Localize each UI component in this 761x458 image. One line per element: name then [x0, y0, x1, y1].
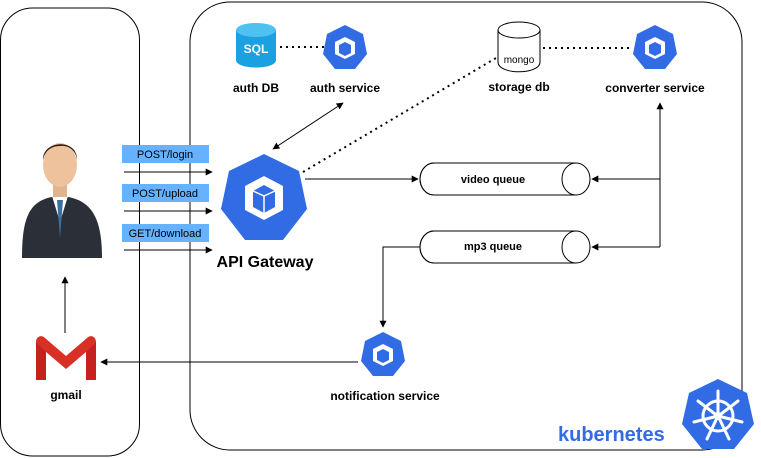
gmail-label: gmail	[50, 388, 81, 402]
sql-badge-text: SQL	[244, 42, 269, 56]
converter-service-pod-icon	[633, 25, 677, 69]
notification-service-pod-icon	[361, 332, 405, 376]
gmail-icon	[34, 336, 97, 381]
request-upload-tag	[122, 184, 209, 202]
kubernetes-wordmark: kubernetes	[558, 424, 665, 446]
mp3-queue-label: mp3 queue	[464, 241, 522, 253]
edge-gateway-storagedb	[302, 57, 497, 173]
auth-service-pod-icon	[323, 25, 367, 69]
auth-db-label: auth DB	[233, 81, 279, 95]
sql-database-icon: SQL	[236, 23, 276, 68]
user-avatar	[22, 143, 102, 258]
mongo-badge-text: mongo	[504, 55, 535, 66]
storage-db-label: storage db	[488, 80, 549, 94]
edge-mp3queue-notification	[379, 246, 420, 328]
auth-service-label: auth service	[310, 81, 380, 95]
request-download-tag	[122, 224, 209, 242]
converter-service-label: converter service	[605, 81, 705, 95]
request-login-label: POST/login	[137, 149, 193, 161]
kubernetes-logo-icon	[682, 379, 754, 449]
video-queue-cylinder	[419, 162, 591, 196]
mongo-database-icon: mongo	[497, 21, 541, 73]
notification-service-label: notification service	[330, 389, 440, 403]
api-gateway-pod-icon	[221, 154, 307, 240]
mp3-queue-cylinder	[419, 230, 591, 264]
request-login-tag	[122, 145, 209, 163]
edge-gateway-authservice	[272, 102, 344, 150]
request-download-label: GET/download	[129, 228, 202, 240]
api-gateway-label: API Gateway	[217, 254, 314, 271]
video-queue-label: video queue	[461, 174, 525, 186]
request-upload-label: POST/upload	[132, 188, 198, 200]
